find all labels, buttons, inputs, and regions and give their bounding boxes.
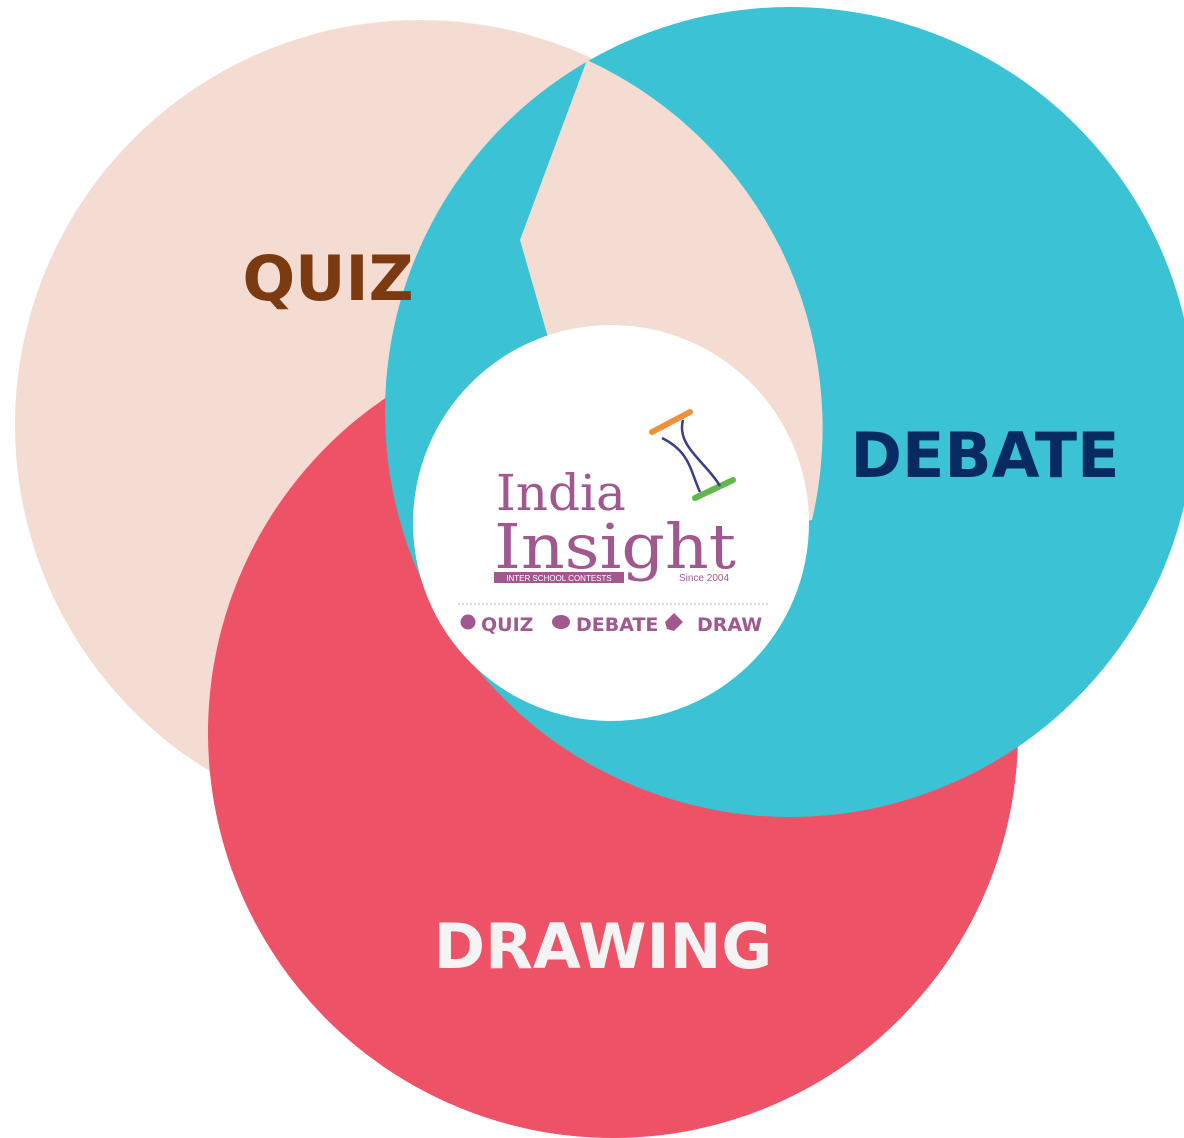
- center-circle: [413, 325, 809, 721]
- logo-word-insight: Insight: [494, 510, 736, 583]
- logo-subtitle-bar: [494, 572, 624, 583]
- pencil-icon: [665, 613, 683, 631]
- logo-strip-draw: DRAW: [697, 614, 762, 636]
- logo-strip-debate: DEBATE: [576, 614, 658, 636]
- globe-icon: [460, 614, 476, 630]
- logo-strip-quiz: QUIZ: [481, 614, 533, 636]
- drawing-label: DRAWING: [434, 910, 773, 983]
- logo-subtitle: INTER SCHOOL CONTESTS: [506, 574, 612, 583]
- logo-since: Since 2004: [679, 573, 729, 584]
- india-insight-logo: India Insight INTER SCHOOL CONTESTS Sinc…: [458, 409, 770, 636]
- debate-label: DEBATE: [851, 419, 1120, 492]
- chat-icon: [552, 615, 570, 629]
- quiz-label: QUIZ: [242, 242, 413, 315]
- logo-word-india: India: [496, 464, 626, 522]
- hourglass-icon: [649, 409, 736, 501]
